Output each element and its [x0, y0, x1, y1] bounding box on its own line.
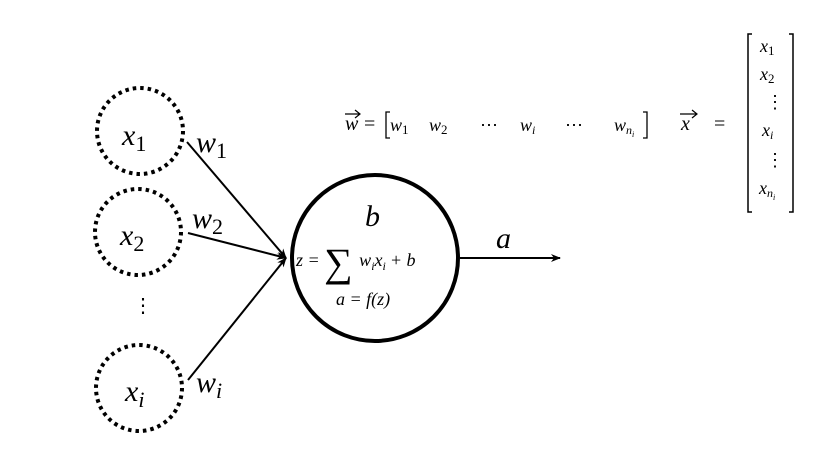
edge-i: [187, 257, 287, 381]
input-var: x: [124, 375, 139, 408]
bias-label: b: [365, 200, 380, 233]
weight-vector: w = w1 w2 ⋯ wi ⋯ wni: [345, 109, 648, 139]
svg-text:x2: x2: [119, 219, 144, 256]
svg-text:w1 w2 ⋯ wi: w1 w2 ⋯ wi ⋯ wni: [390, 115, 634, 139]
right-bracket: [643, 111, 648, 139]
input-var: x: [121, 119, 136, 152]
input-node-1: x1: [95, 86, 185, 176]
vector-arrow-icon: [345, 109, 361, 119]
output-label: a: [496, 222, 511, 255]
left-bracket: [747, 33, 752, 213]
input-vector: x = x1 x2 ⋮ xi ⋮ xni: [680, 33, 794, 213]
svg-text:x1: x1: [121, 119, 146, 156]
left-bracket: [385, 111, 390, 139]
activation-equation: a = f(z): [336, 289, 390, 310]
svg-text:x1 x2 ⋮ xi: x1 x2 ⋮ xi ⋮ xni: [758, 36, 789, 202]
vertical-ellipsis: ⋮: [133, 295, 153, 317]
weight-label-2: w2: [192, 202, 223, 239]
neuron-node: b z = ∑ wixi+ b a = f(z): [290, 173, 460, 343]
weight-label-i: wi: [196, 366, 222, 403]
edge-2: [187, 232, 287, 260]
weight-vector-symbol: w: [345, 113, 359, 135]
input-var: x: [119, 219, 134, 252]
edge-1: [186, 141, 287, 259]
input-sub: i: [138, 387, 144, 412]
weight-label-1: w1: [196, 126, 227, 163]
input-node-i: xi: [94, 343, 184, 433]
svg-text:=: =: [714, 113, 725, 135]
input-sub: 2: [133, 231, 144, 256]
input-node-2: x2: [93, 187, 183, 277]
input-vector-symbol: x: [680, 113, 690, 135]
z-equation: z = ∑ wixi+ b: [295, 240, 416, 285]
svg-text:=: =: [364, 113, 375, 135]
right-bracket: [789, 33, 794, 213]
vector-arrow-icon: [680, 109, 698, 119]
svg-text:xi: xi: [124, 375, 144, 412]
input-sub: 1: [135, 131, 146, 156]
